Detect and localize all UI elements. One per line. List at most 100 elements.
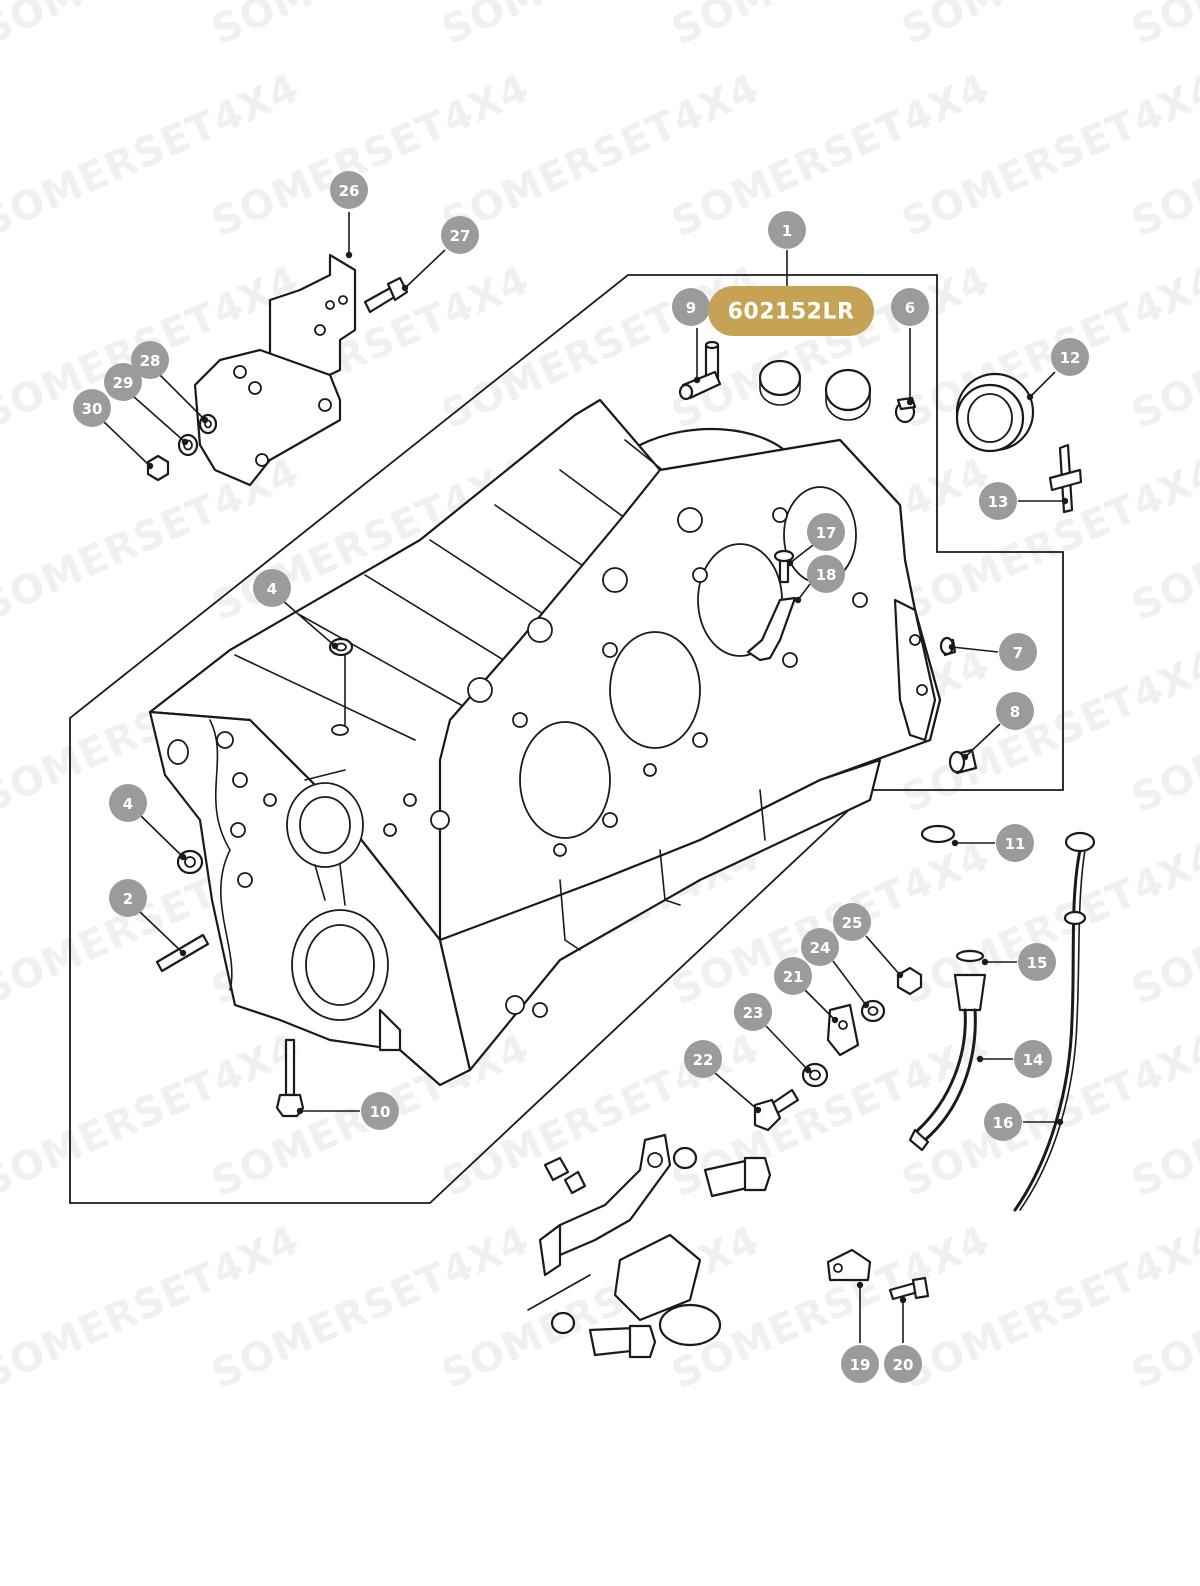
callout-25[interactable]: 25 bbox=[833, 903, 871, 941]
callout-label: 13 bbox=[988, 493, 1009, 511]
part-1-core-plug-small bbox=[758, 359, 802, 406]
leader-line-21 bbox=[804, 989, 836, 1021]
leader-dot-20 bbox=[899, 1296, 907, 1304]
callout-28[interactable]: 28 bbox=[131, 341, 169, 379]
callout-label: 9 bbox=[686, 299, 696, 317]
callout-6[interactable]: 6 bbox=[891, 288, 929, 326]
callout-18[interactable]: 18 bbox=[807, 555, 845, 593]
callout-label: 18 bbox=[816, 566, 837, 584]
callout-label: 23 bbox=[743, 1004, 764, 1022]
leader-line-27 bbox=[404, 249, 446, 289]
callout-11[interactable]: 11 bbox=[996, 824, 1034, 862]
part-27-bolt bbox=[363, 276, 409, 314]
leader-line-4 bbox=[139, 814, 184, 858]
part-11-o-ring bbox=[920, 824, 956, 844]
callout-26[interactable]: 26 bbox=[330, 171, 368, 209]
leader-line-7 bbox=[951, 646, 999, 653]
engine-mount-assembly bbox=[527, 1133, 772, 1359]
callout-label: 20 bbox=[893, 1356, 914, 1374]
leader-dot-19 bbox=[856, 1281, 864, 1289]
leader-dot-4 bbox=[179, 853, 187, 861]
callout-12[interactable]: 12 bbox=[1051, 338, 1089, 376]
part-21-bracket bbox=[826, 1003, 860, 1057]
leader-dot-16 bbox=[1056, 1118, 1064, 1126]
part-18-clip bbox=[746, 596, 797, 662]
leader-dot-28 bbox=[201, 416, 209, 424]
callout-17[interactable]: 17 bbox=[807, 513, 845, 551]
callout-7[interactable]: 7 bbox=[999, 633, 1037, 671]
leader-dot-30 bbox=[146, 462, 154, 470]
part-29-spring-washer bbox=[177, 433, 199, 457]
callout-19[interactable]: 19 bbox=[841, 1345, 879, 1383]
part-4-dowel-upper bbox=[328, 637, 354, 657]
part-13-seal-strip bbox=[1048, 443, 1083, 514]
callout-label: 14 bbox=[1023, 1051, 1044, 1069]
callout-label: 10 bbox=[370, 1103, 391, 1121]
callout-label: 6 bbox=[905, 299, 915, 317]
callout-label: 19 bbox=[850, 1356, 871, 1374]
callout-30[interactable]: 30 bbox=[73, 389, 111, 427]
part-22-bolt bbox=[753, 1088, 800, 1132]
callout-label: 27 bbox=[450, 227, 471, 245]
callout-22[interactable]: 22 bbox=[684, 1040, 722, 1078]
callout-label: 7 bbox=[1013, 644, 1023, 662]
leader-dot-24 bbox=[862, 1001, 870, 1009]
callout-27[interactable]: 27 bbox=[441, 216, 479, 254]
callout-label: 30 bbox=[82, 400, 103, 418]
leader-dot-6 bbox=[906, 398, 914, 406]
watermark-text: SOMERSET4X4 bbox=[1125, 0, 1200, 54]
leader-dot-8 bbox=[961, 753, 969, 761]
leader-dot-27 bbox=[401, 284, 409, 292]
part-number-text: 602152LR bbox=[728, 300, 855, 325]
callout-9[interactable]: 9 bbox=[672, 288, 710, 326]
cylinder-bore-1 bbox=[519, 721, 611, 839]
callout-label: 28 bbox=[140, 352, 161, 370]
callout-label: 26 bbox=[339, 182, 360, 200]
part-12-oil-seal bbox=[955, 372, 1035, 453]
leader-dot-10 bbox=[296, 1107, 304, 1115]
callout-14[interactable]: 14 bbox=[1014, 1040, 1052, 1078]
leader-dot-12 bbox=[1026, 393, 1034, 401]
leader-dot-23 bbox=[804, 1066, 812, 1074]
callout-4[interactable]: 4 bbox=[109, 784, 147, 822]
callout-2[interactable]: 2 bbox=[109, 879, 147, 917]
leader-dot-11 bbox=[951, 839, 959, 847]
leader-dot-22 bbox=[754, 1106, 762, 1114]
leader-dot-14 bbox=[976, 1055, 984, 1063]
callout-label: 17 bbox=[816, 524, 837, 542]
callout-label: 15 bbox=[1027, 954, 1048, 972]
callout-13[interactable]: 13 bbox=[979, 482, 1017, 520]
callout-4[interactable]: 4 bbox=[253, 569, 291, 607]
engine-block bbox=[148, 398, 942, 1087]
callout-29[interactable]: 29 bbox=[104, 363, 142, 401]
leader-dot-7 bbox=[948, 643, 956, 651]
callout-24[interactable]: 24 bbox=[801, 928, 839, 966]
leader-line-24 bbox=[832, 960, 867, 1006]
part-1-core-plug-large bbox=[824, 368, 872, 421]
part-15-o-ring bbox=[955, 949, 985, 963]
leader-lines bbox=[102, 212, 1069, 1343]
callout-15[interactable]: 15 bbox=[1018, 943, 1056, 981]
callout-1[interactable]: 1 bbox=[768, 211, 806, 249]
part-number-badge[interactable]: 602152LR bbox=[708, 286, 874, 336]
leader-line-22 bbox=[714, 1072, 759, 1111]
leader-line-4 bbox=[281, 599, 336, 647]
leader-dot-4 bbox=[331, 642, 339, 650]
callout-10[interactable]: 10 bbox=[361, 1092, 399, 1130]
callout-20[interactable]: 20 bbox=[884, 1345, 922, 1383]
leader-line-28 bbox=[159, 374, 206, 421]
leader-line-30 bbox=[102, 420, 151, 467]
part-8-drain-plug bbox=[948, 748, 978, 775]
callout-8[interactable]: 8 bbox=[996, 692, 1034, 730]
part-30-nut bbox=[146, 454, 170, 482]
leader-dot-15 bbox=[981, 958, 989, 966]
leader-dot-13 bbox=[1061, 497, 1069, 505]
callout-23[interactable]: 23 bbox=[734, 993, 772, 1031]
leader-line-29 bbox=[132, 395, 186, 443]
callout-label: 1 bbox=[782, 222, 792, 240]
leader-dot-9 bbox=[693, 376, 701, 384]
callout-21[interactable]: 21 bbox=[774, 957, 812, 995]
callout-16[interactable]: 16 bbox=[984, 1103, 1022, 1141]
callout-label: 29 bbox=[113, 374, 134, 392]
